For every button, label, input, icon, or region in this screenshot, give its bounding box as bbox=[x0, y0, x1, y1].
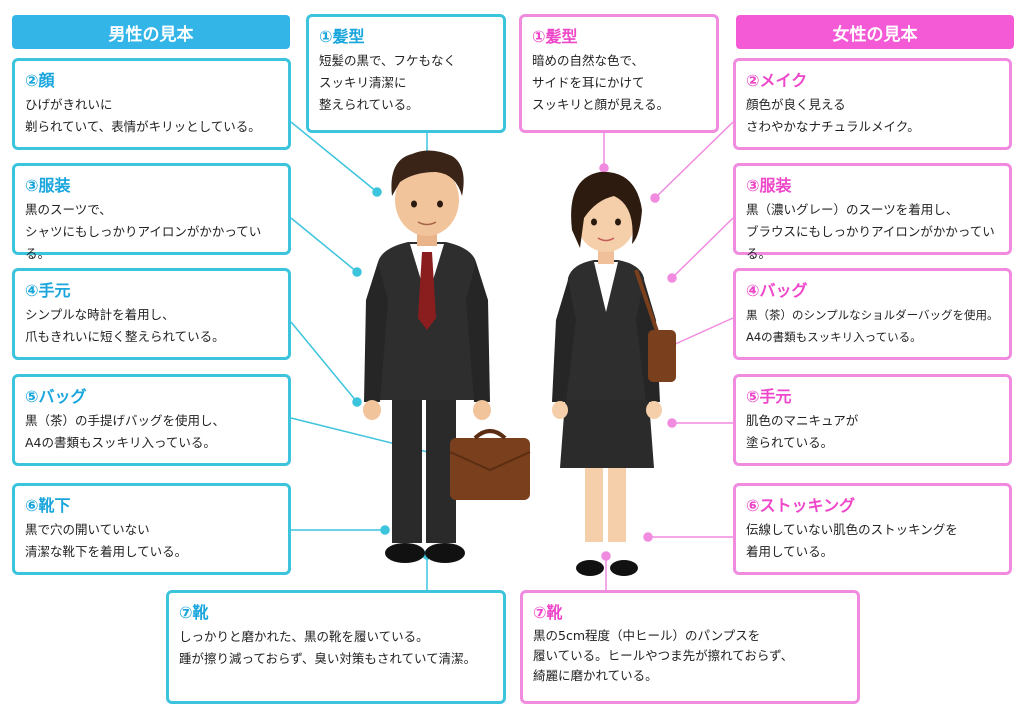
card-body: 伝線していない肌色のストッキングを 着用している。 bbox=[746, 522, 958, 559]
card-body: 顔色が良く見える さわやかなナチュラルメイク。 bbox=[746, 97, 920, 134]
card-body: 黒（茶）の手提げバッグを使用し、 A4の書類もスッキリ入っている。 bbox=[25, 413, 226, 450]
card-body: ひげがきれいに 剃られていて、表情がキリッとしている。 bbox=[25, 97, 261, 134]
card-body: 暗めの自然な色で、 サイドを耳にかけて スッキリと顔が見える。 bbox=[532, 53, 670, 112]
card-title: ⑤手元 bbox=[746, 387, 792, 406]
female-card-hands: ⑤手元 肌色のマニキュアが 塗られている。 bbox=[733, 374, 1012, 466]
card-body: 黒（濃いグレー）のスーツを着用し、 ブラウスにもしっかりアイロンがかかっている。 bbox=[746, 202, 995, 261]
card-body: 黒（茶）のシンプルなショルダーバッグを使用。 A4の書類もスッキリ入っている。 bbox=[746, 308, 999, 344]
female-figure bbox=[552, 171, 676, 576]
female-card-bag: ④バッグ 黒（茶）のシンプルなショルダーバッグを使用。 A4の書類もスッキリ入っ… bbox=[733, 268, 1012, 360]
card-title: ①髪型 bbox=[319, 27, 365, 46]
card-body: 短髪の黒で、フケもなく スッキリ清潔に 整えられている。 bbox=[319, 53, 457, 112]
male-card-hands: ④手元 シンプルな時計を着用し、 爪もきれいに短く整えられている。 bbox=[12, 268, 291, 360]
card-title: ⑤バッグ bbox=[25, 387, 87, 406]
card-title: ②顔 bbox=[25, 71, 55, 90]
male-card-shoes: ⑦靴 しっかりと磨かれた、黒の靴を履いている。 踵が擦り減っておらず、臭い対策も… bbox=[166, 590, 506, 704]
card-body: シンプルな時計を着用し、 爪もきれいに短く整えられている。 bbox=[25, 307, 225, 344]
male-card-hair: ①髪型 短髪の黒で、フケもなく スッキリ清潔に 整えられている。 bbox=[306, 14, 506, 133]
female-card-shoes: ⑦靴 黒の5cm程度（中ヒール）のパンプスを 履いている。ヒールやつま先が擦れて… bbox=[520, 590, 860, 704]
male-card-bag: ⑤バッグ 黒（茶）の手提げバッグを使用し、 A4の書類もスッキリ入っている。 bbox=[12, 374, 291, 466]
female-card-clothing: ③服装 黒（濃いグレー）のスーツを着用し、 ブラウスにもしっかりアイロンがかかっ… bbox=[733, 163, 1012, 261]
card-title: ⑥ストッキング bbox=[746, 496, 856, 515]
male-connectors bbox=[290, 121, 477, 590]
female-card-hair: ①髪型 暗めの自然な色で、 サイドを耳にかけて スッキリと顔が見える。 bbox=[519, 14, 719, 133]
card-title: ①髪型 bbox=[532, 27, 578, 46]
card-title: ④手元 bbox=[25, 281, 71, 300]
male-header: 男性の見本 bbox=[12, 15, 290, 49]
female-card-makeup: ②メイク 顔色が良く見える さわやかなナチュラルメイク。 bbox=[733, 58, 1012, 150]
male-card-clothing: ③服装 黒のスーツで、 シャツにもしっかりアイロンがかかっている。 bbox=[12, 163, 291, 261]
card-title: ②メイク bbox=[746, 71, 808, 90]
card-body: しっかりと磨かれた、黒の靴を履いている。 踵が擦り減っておらず、臭い対策もされて… bbox=[179, 629, 477, 666]
card-title: ⑦靴 bbox=[533, 603, 563, 622]
male-card-face: ②顔 ひげがきれいに 剃られていて、表情がキリッとしている。 bbox=[12, 58, 291, 150]
card-body: 肌色のマニキュアが 塗られている。 bbox=[746, 413, 859, 450]
male-figure bbox=[363, 150, 531, 563]
female-card-stockings: ⑥ストッキング 伝線していない肌色のストッキングを 着用している。 bbox=[733, 483, 1012, 575]
card-title: ③服装 bbox=[746, 176, 792, 195]
card-body: 黒の5cm程度（中ヒール）のパンプスを 履いている。ヒールやつま先が擦れておらず… bbox=[533, 628, 794, 683]
card-title: ③服装 bbox=[25, 176, 71, 195]
card-body: 黒のスーツで、 シャツにもしっかりアイロンがかかっている。 bbox=[25, 202, 262, 261]
card-title: ⑥靴下 bbox=[25, 496, 71, 515]
male-card-socks: ⑥靴下 黒で穴の開いていない 清潔な靴下を着用している。 bbox=[12, 483, 291, 575]
card-title: ⑦靴 bbox=[179, 603, 209, 622]
card-body: 黒で穴の開いていない 清潔な靴下を着用している。 bbox=[25, 522, 188, 559]
card-title: ④バッグ bbox=[746, 281, 808, 300]
female-header: 女性の見本 bbox=[736, 15, 1014, 49]
